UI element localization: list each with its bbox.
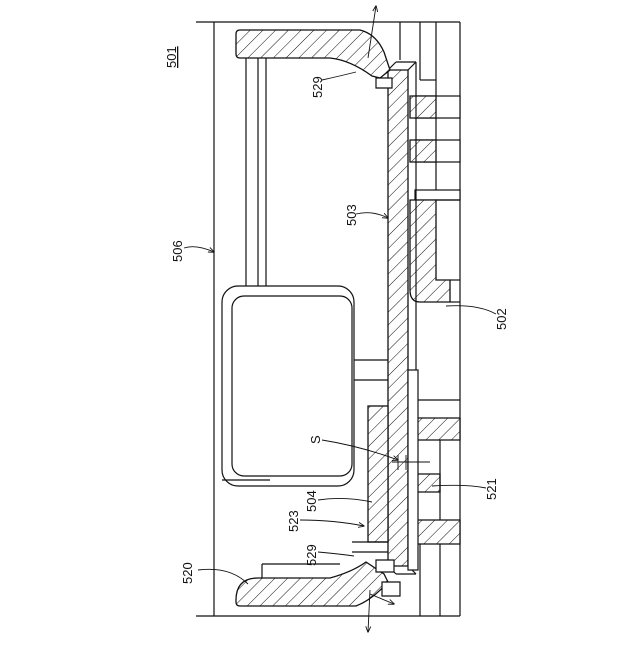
label-504: 504 [304,490,319,512]
module-box [222,286,354,486]
label-529-bottom: 529 [304,544,319,566]
label-523: 523 [286,510,301,532]
label-506: 506 [170,240,185,262]
label-503: 503 [344,204,359,226]
label-501: 501 [164,46,179,68]
label-529-top: 529 [310,76,325,98]
label-520: 520 [180,562,195,584]
label-521: 521 [484,478,499,500]
label-s: S [308,435,323,444]
upper-holder-529 [236,30,392,298]
label-502: 502 [494,308,509,330]
member-504 [350,360,418,570]
